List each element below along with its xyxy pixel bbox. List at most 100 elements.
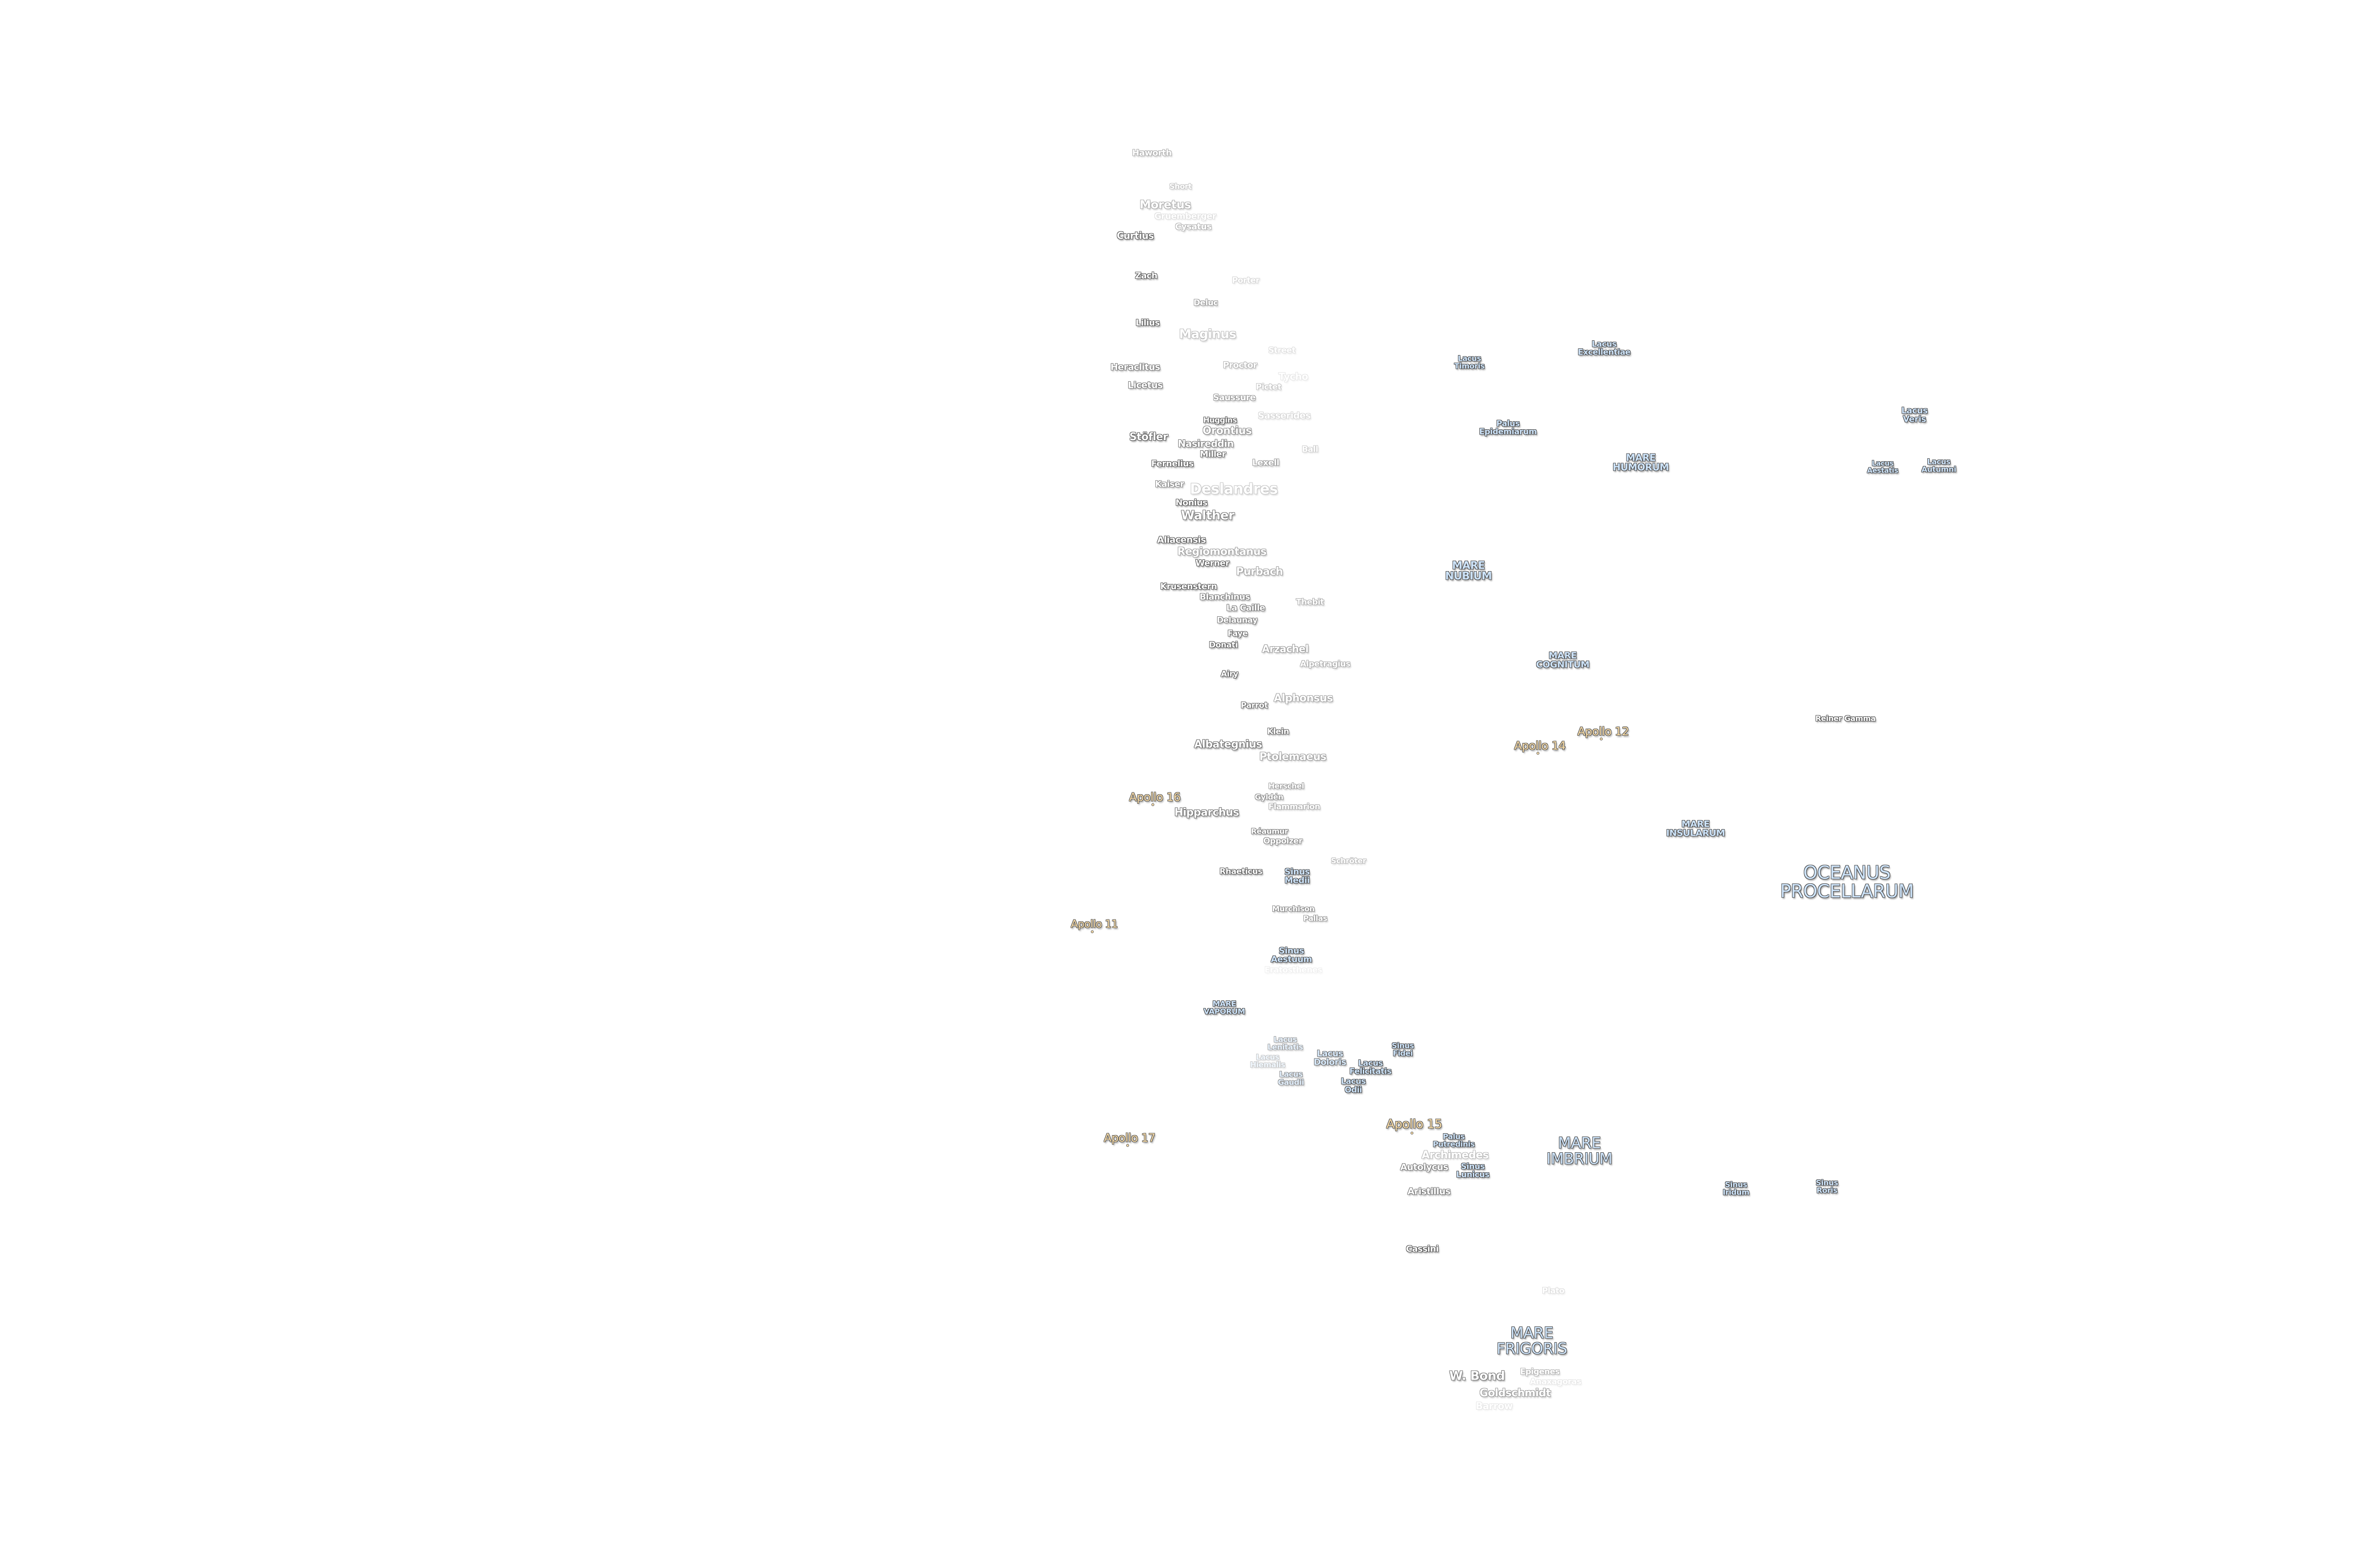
crater-label-saussure[interactable]: Saussure — [1213, 393, 1256, 402]
mare-label-sinus-fidei[interactable]: Sinus Fidei — [1392, 1042, 1414, 1058]
mare-label-sinus-medii[interactable]: Sinus Medii — [1285, 868, 1310, 886]
mare-label-lacus-autumni[interactable]: Lacus Autumni — [1922, 458, 1956, 474]
crater-label-pallas[interactable]: Pallas — [1303, 914, 1328, 922]
mare-label-lacus-aestatis[interactable]: Lacus Aestatis — [1867, 460, 1898, 475]
crater-label-short[interactable]: Short — [1170, 182, 1192, 190]
crater-label-albategnius[interactable]: Albategnius — [1194, 739, 1262, 750]
crater-label-aristillus[interactable]: Aristillus — [1408, 1187, 1451, 1196]
crater-label-walther[interactable]: Walther — [1181, 509, 1235, 523]
crater-label-st-fler[interactable]: Stöfler — [1130, 432, 1168, 443]
crater-label-herschel[interactable]: Herschel — [1269, 782, 1304, 790]
crater-label-licetus[interactable]: Licetus — [1128, 381, 1163, 390]
crater-label-krusenstern[interactable]: Krusenstern — [1160, 582, 1217, 591]
crater-label-werner[interactable]: Werner — [1195, 559, 1230, 568]
mare-label-lacus-veris[interactable]: Lacus Veris — [1901, 406, 1928, 425]
crater-label-flammarion[interactable]: Flammarion — [1269, 802, 1320, 811]
mare-label-lacus-gaudii[interactable]: Lacus Gaudii — [1278, 1070, 1304, 1087]
crater-label-autolycus[interactable]: Autolycus — [1400, 1163, 1448, 1172]
crater-label-proctor[interactable]: Proctor — [1223, 361, 1257, 370]
crater-label-epigenes[interactable]: Epigenes — [1520, 1368, 1560, 1376]
mare-label-lacus-timoris[interactable]: Lacus Timoris — [1454, 355, 1485, 371]
crater-label-orontius[interactable]: Orontius — [1202, 425, 1252, 436]
crater-label-blanchinus[interactable]: Blanchinus — [1200, 593, 1250, 602]
mare-label-lacus-excellentiae[interactable]: Lacus Excellentiae — [1578, 340, 1631, 357]
crater-label-kaiser[interactable]: Kaiser — [1155, 480, 1184, 489]
crater-label-zach[interactable]: Zach — [1135, 271, 1158, 280]
crater-label-street[interactable]: Street — [1269, 346, 1296, 355]
crater-label-archimedes[interactable]: Archimedes — [1422, 1150, 1489, 1161]
crater-label-donati[interactable]: Donati — [1209, 641, 1238, 649]
crater-label-plato[interactable]: Plato — [1542, 1287, 1565, 1295]
crater-label-cassini[interactable]: Cassini — [1406, 1245, 1439, 1254]
crater-label-porter[interactable]: Porter — [1232, 277, 1259, 285]
mare-label-palus-epidemiarum[interactable]: Palus Epidemiarum — [1479, 420, 1537, 437]
crater-label-purbach[interactable]: Purbach — [1236, 566, 1283, 577]
crater-label-r-aumur[interactable]: Réaumur — [1251, 827, 1288, 835]
crater-label-oppolzer[interactable]: Oppolzer — [1263, 837, 1303, 845]
mare-label-lacus-odii[interactable]: Lacus Odii — [1341, 1077, 1366, 1095]
crater-label-curtius[interactable]: Curtius — [1117, 231, 1154, 240]
crater-label-nonius[interactable]: Nonius — [1176, 499, 1208, 507]
crater-label-regiomontanus[interactable]: Regiomontanus — [1177, 546, 1267, 557]
crater-label-deluc[interactable]: Deluc — [1193, 299, 1218, 307]
crater-label-w-bond[interactable]: W. Bond — [1449, 1370, 1505, 1383]
crater-label-aliacensis[interactable]: Aliacensis — [1157, 535, 1206, 544]
crater-label-hipparchus[interactable]: Hipparchus — [1174, 807, 1239, 818]
apollo-site-label-apollo-12[interactable]: Apollo 12 — [1577, 726, 1629, 741]
crater-label-cysatus[interactable]: Cysatus — [1175, 222, 1212, 231]
mare-label-palus-putredinis[interactable]: Palus Putredinis — [1433, 1133, 1475, 1148]
crater-label-alpetragius[interactable]: Alpetragius — [1300, 660, 1350, 668]
crater-label-heraclitus[interactable]: Heraclitus — [1111, 363, 1160, 372]
crater-label-barrow[interactable]: Barrow — [1476, 1401, 1513, 1410]
crater-label-ball[interactable]: Ball — [1302, 445, 1319, 454]
apollo-site-label-apollo-14[interactable]: Apollo 14 — [1514, 740, 1566, 755]
crater-label-klein[interactable]: Klein — [1267, 728, 1289, 736]
crater-label-nasireddin[interactable]: Nasireddin — [1178, 438, 1234, 448]
crater-label-huggins[interactable]: Huggins — [1203, 416, 1237, 424]
crater-label-la-caille[interactable]: La Caille — [1226, 603, 1265, 613]
crater-label-gyld-n[interactable]: Gyldén — [1255, 793, 1283, 801]
crater-label-gruemberger[interactable]: Gruemberger — [1154, 212, 1216, 221]
crater-label-lexell[interactable]: Lexell — [1252, 458, 1279, 467]
crater-label-deslandres[interactable]: Deslandres — [1190, 482, 1278, 497]
mare-label-sinus-roris[interactable]: Sinus Roris — [1816, 1179, 1838, 1195]
mare-label-mare-imbrium[interactable]: MARE IMBRIUM — [1547, 1135, 1613, 1166]
apollo-site-label-apollo-16[interactable]: Apollo 16 — [1129, 791, 1181, 806]
mare-label-mare-cognitum[interactable]: MARE COGNITUM — [1536, 651, 1589, 670]
mare-label-mare-humorum[interactable]: MARE HUMORUM — [1613, 453, 1669, 473]
apollo-site-label-apollo-15[interactable]: Apollo 15 — [1386, 1118, 1442, 1134]
mare-label-sinus-aestuum[interactable]: Sinus Aestuum — [1271, 947, 1312, 965]
crater-label-pictet[interactable]: Pictet — [1256, 383, 1281, 391]
mare-label-sinus-lunicus[interactable]: Sinus Lunicus — [1456, 1163, 1489, 1179]
crater-label-maginus[interactable]: Maginus — [1179, 328, 1236, 341]
mare-label-lacus-hiemalis[interactable]: Lacus Hiemalis — [1250, 1053, 1285, 1069]
mare-label-lacus-felicitatis[interactable]: Lacus Felicitatis — [1349, 1059, 1392, 1076]
mare-label-mare-insularum[interactable]: MARE INSULARUM — [1666, 820, 1725, 839]
crater-label-lilius[interactable]: Lilius — [1136, 318, 1160, 327]
crater-label-miller[interactable]: Miller — [1200, 450, 1226, 459]
mare-label-lacus-doloris[interactable]: Lacus Doloris — [1314, 1049, 1347, 1068]
crater-label-alphonsus[interactable]: Alphonsus — [1274, 693, 1333, 704]
mare-label-mare-vaporum[interactable]: MARE VAPORUM — [1204, 1000, 1245, 1016]
crater-label-parrot[interactable]: Parrot — [1240, 702, 1268, 710]
crater-label-haworth[interactable]: Haworth — [1132, 148, 1172, 158]
crater-label-anaxagoras[interactable]: Anaxagoras — [1530, 1378, 1582, 1386]
mare-label-mare-nubium[interactable]: MARE NUBIUM — [1445, 561, 1492, 583]
crater-label-airy[interactable]: Airy — [1221, 670, 1239, 678]
crater-label-murchison[interactable]: Murchison — [1272, 905, 1315, 913]
crater-label-thebit[interactable]: Thebit — [1296, 598, 1324, 606]
mare-label-sinus-iridum[interactable]: Sinus Iridum — [1723, 1181, 1749, 1197]
apollo-site-label-apollo-11[interactable]: Apollo 11 — [1071, 919, 1118, 933]
crater-label-moretus[interactable]: Moretus — [1140, 199, 1191, 210]
crater-label-tycho[interactable]: Tycho — [1279, 372, 1308, 381]
crater-label-faye[interactable]: Faye — [1228, 630, 1248, 638]
crater-label-arzachel[interactable]: Arzachel — [1262, 644, 1309, 654]
crater-label-sasserides[interactable]: Sasserides — [1258, 411, 1311, 420]
crater-label-goldschmidt[interactable]: Goldschmidt — [1479, 1388, 1551, 1399]
crater-label-schr-ter[interactable]: Schröter — [1331, 857, 1366, 865]
crater-label-delaunay[interactable]: Delaunay — [1217, 616, 1258, 624]
crater-label-ptolemaeus[interactable]: Ptolemaeus — [1259, 751, 1327, 762]
crater-label-reiner-gamma[interactable]: Reiner Gamma — [1815, 714, 1876, 722]
crater-label-eratosthenes[interactable]: Eratosthenes — [1265, 966, 1322, 974]
